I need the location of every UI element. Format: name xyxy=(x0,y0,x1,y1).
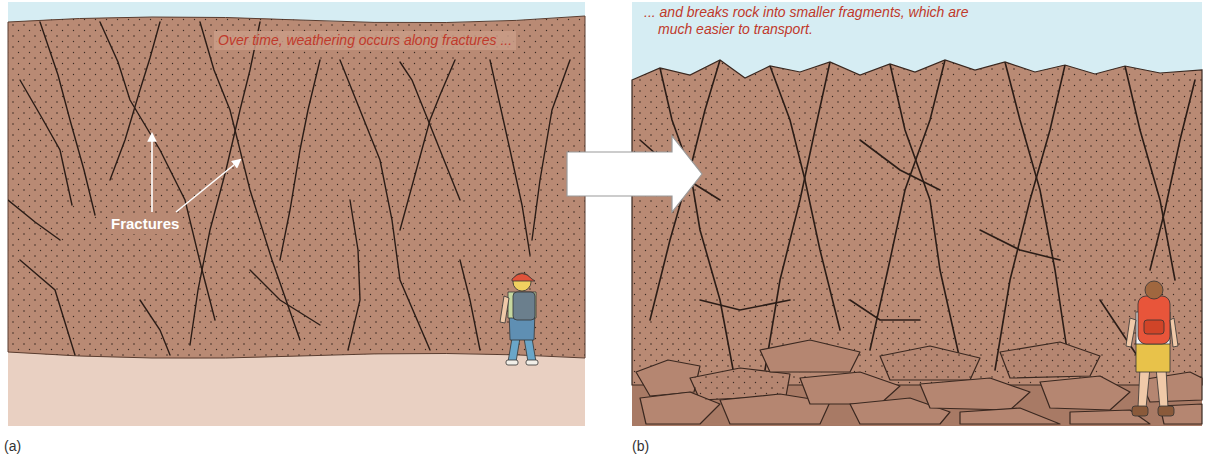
ground xyxy=(8,350,585,426)
rock-face xyxy=(632,60,1202,385)
panel-a xyxy=(8,2,585,426)
hiker xyxy=(500,273,538,365)
sky xyxy=(632,2,1202,426)
fractures xyxy=(8,22,570,355)
fragment-texture xyxy=(690,342,1100,400)
hiker xyxy=(1126,281,1178,416)
panel-tag: (b) xyxy=(632,438,649,455)
rock-face xyxy=(8,16,585,358)
rock-texture xyxy=(8,16,585,358)
panel-note: Over time, weathering occurs along fract… xyxy=(214,31,516,50)
panel-note: ... and breaks rock into smaller fragmen… xyxy=(644,4,974,38)
panel-tag: (a) xyxy=(4,438,21,455)
callout-label: Fractures xyxy=(108,214,182,234)
rock-fragments xyxy=(636,340,1202,424)
panel-b xyxy=(632,2,1202,426)
rock-texture xyxy=(632,60,1202,385)
callout-arrows xyxy=(152,134,240,212)
sky xyxy=(8,2,585,426)
transition-arrow xyxy=(567,136,702,212)
fractures xyxy=(640,60,1195,380)
